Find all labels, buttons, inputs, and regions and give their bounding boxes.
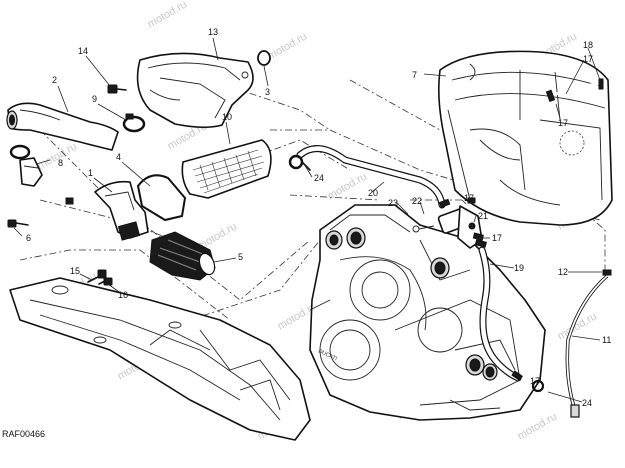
- diagram-code: RAF00466: [2, 429, 45, 439]
- duct-part-5: [149, 231, 216, 281]
- callout-14: 14: [78, 46, 88, 56]
- bolt-part-6: [7, 219, 29, 228]
- hose-part-20: [296, 145, 446, 209]
- callout-11: 11: [602, 335, 611, 345]
- callout-17-lower: 17: [492, 233, 502, 243]
- nut-part-16: [98, 277, 113, 286]
- callout-23: 23: [388, 198, 398, 208]
- breather-hose-part-18: [545, 78, 604, 103]
- screw-part-15: [87, 269, 107, 283]
- clamp-part-24: [288, 154, 545, 393]
- callout-24-right: 24: [582, 398, 592, 408]
- callout-19: 19: [514, 263, 524, 273]
- callout-24-left: 24: [314, 173, 324, 183]
- heat-shield-part: [9, 277, 311, 441]
- watermark: motod.ru: [266, 30, 310, 62]
- callout-17-valve: 17: [464, 193, 474, 203]
- callout-4: 4: [116, 152, 121, 162]
- callout-1: 1: [88, 168, 93, 178]
- callout-5: 5: [238, 252, 243, 262]
- airbox-part-7: [437, 50, 613, 226]
- intake-duct-part-2: [6, 102, 119, 151]
- callout-21: 21: [478, 211, 488, 221]
- callout-16: 16: [118, 290, 128, 300]
- callout-numbers: 13 14 2 9 3 10 4 1 8 5 6 15 16 7 18 17 1…: [26, 27, 611, 408]
- bolt-part-14: [107, 84, 127, 94]
- callout-18: 18: [583, 40, 593, 50]
- drain-hose-part-11: [565, 269, 612, 418]
- callout-17-bottom: 17: [530, 376, 540, 386]
- callout-22: 22: [412, 196, 422, 206]
- callout-9: 9: [92, 94, 97, 104]
- cover-part-13: [136, 52, 254, 129]
- callout-leaders: [13, 37, 602, 403]
- bracket-part-1: [65, 180, 149, 241]
- callout-10: 10: [222, 112, 232, 122]
- gasket-part-4: [136, 174, 187, 222]
- callout-2: 2: [52, 75, 57, 85]
- callout-13: 13: [208, 27, 218, 37]
- hose-part-19: [478, 246, 523, 382]
- air-filter-part-10: [181, 139, 272, 199]
- callout-20: 20: [368, 188, 378, 198]
- callout-8: 8: [58, 158, 63, 168]
- callout-17-top: 17: [583, 54, 593, 64]
- engine-block: DUCATI: [309, 204, 546, 421]
- watermark: motod.ru: [146, 0, 190, 31]
- watermark: motod.ru: [516, 410, 560, 442]
- callout-3: 3: [265, 87, 270, 97]
- callout-17-airbox: 17: [558, 118, 568, 128]
- callout-15: 15: [70, 266, 80, 276]
- fitting-part-8: [9, 144, 43, 187]
- callout-12: 12: [558, 267, 568, 277]
- callout-6: 6: [26, 233, 31, 243]
- valve-part-21: [412, 198, 487, 249]
- callout-7: 7: [412, 70, 417, 80]
- clamp-part-9: [122, 113, 146, 133]
- oring-part-3: [257, 50, 271, 66]
- watermark: motod.ru: [326, 170, 370, 202]
